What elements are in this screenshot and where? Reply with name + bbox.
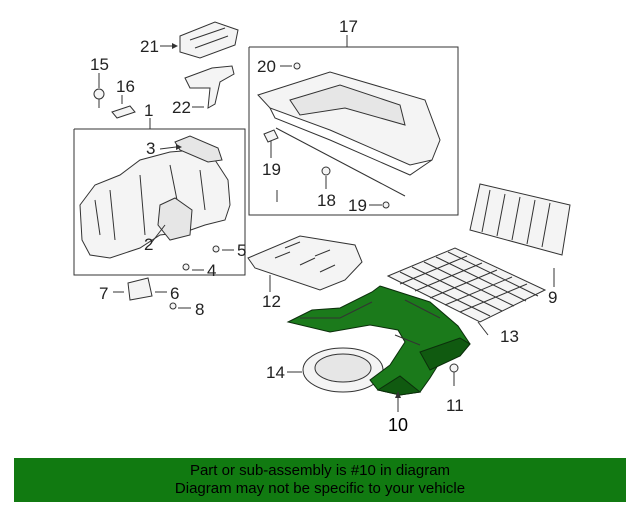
- callout-9: 9: [548, 288, 557, 307]
- spare-tire-tub-14: 14: [266, 347, 384, 393]
- trunk-side-trim-group: 1 3 2: [73, 101, 246, 276]
- callout-19-left: 19: [262, 160, 281, 179]
- floor-support-10-highlighted: 10: [286, 285, 471, 435]
- trunk-floor-panel-12: 12: [247, 235, 363, 311]
- part-info-banner: Part or sub-assembly is #10 in diagram D…: [14, 458, 626, 502]
- cargo-net-13: 13: [386, 247, 547, 346]
- callout-10: 10: [388, 415, 408, 435]
- bolt-11: 11: [446, 363, 464, 415]
- callout-8: 8: [195, 300, 204, 319]
- callout-12: 12: [262, 292, 281, 311]
- bracket-21-22: 21 22: [140, 21, 239, 117]
- callout-22: 22: [172, 98, 191, 117]
- callout-19-right: 19: [348, 196, 367, 215]
- callout-21: 21: [140, 37, 159, 56]
- package-tray-group: 17 20 19 18 19: [248, 17, 459, 216]
- banner-line-2: Diagram may not be specific to your vehi…: [174, 480, 466, 497]
- callout-3: 3: [146, 139, 155, 158]
- callout-13: 13: [500, 327, 519, 346]
- callout-17: 17: [339, 17, 358, 36]
- callout-4: 4: [207, 261, 216, 280]
- callout-7: 7: [99, 284, 108, 303]
- banner-line-1: Part or sub-assembly is #10 in diagram: [189, 462, 451, 479]
- callout-11: 11: [446, 396, 464, 415]
- callout-18: 18: [317, 191, 336, 210]
- callout-6: 6: [170, 284, 179, 303]
- callout-15: 15: [90, 55, 109, 74]
- callout-1: 1: [144, 101, 153, 120]
- callout-14: 14: [266, 363, 285, 382]
- fastener-15-16: 15 16: [90, 55, 136, 119]
- parts-diagram: 1 3 2 15 16 21 22 17 20: [73, 17, 571, 435]
- callout-16: 16: [116, 77, 135, 96]
- callout-20: 20: [257, 57, 276, 76]
- fasteners-4-8: 5 4 7 6 8: [99, 241, 246, 319]
- rear-panel-9: 9: [469, 183, 571, 307]
- callout-5: 5: [237, 241, 246, 260]
- callout-2: 2: [144, 235, 153, 254]
